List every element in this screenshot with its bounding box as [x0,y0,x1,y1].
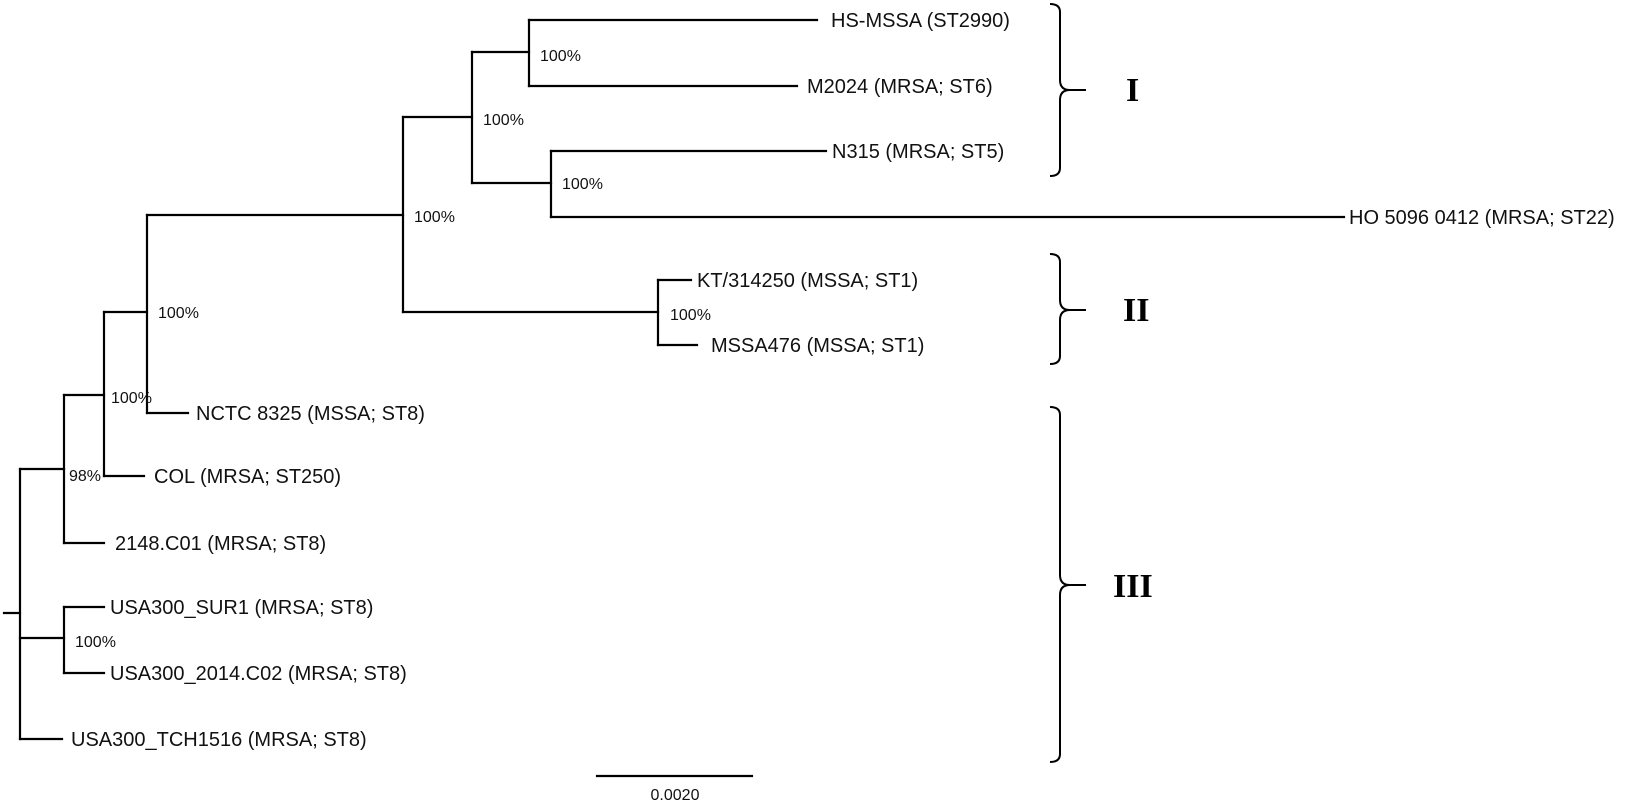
support-value-clade-II: 100% [670,307,711,324]
support-value-usa300-pair: 100% [75,634,116,651]
support-value-clade-I: 100% [483,112,524,129]
support-values: 100% 100% 100% 100% 100% 100% 100% 98% 1… [69,48,711,651]
clade-bracket-II [1049,253,1086,365]
support-value-nctc-node: 100% [158,305,199,322]
leaf-label-col: COL (MRSA; ST250) [154,466,341,488]
leaf-label-hs-mssa: HS-MSSA (ST2990) [831,10,1010,32]
support-value-hs-m2024: 100% [540,48,581,65]
leaf-label-ho5096: HO 5096 0412 (MRSA; ST22) [1349,207,1615,229]
support-value-98-node: 98% [69,468,101,485]
clade-bracket-III [1049,406,1086,763]
leaf-label-usa300-tch: USA300_TCH1516 (MRSA; ST8) [71,729,367,751]
leaf-label-mssa476: MSSA476 (MSSA; ST1) [711,335,924,357]
clade-brackets [1049,3,1086,763]
support-value-clades-I-II: 100% [414,209,455,226]
leaf-label-m2024: M2024 (MRSA; ST6) [807,76,993,98]
leaf-label-n315: N315 (MRSA; ST5) [832,141,1004,163]
leaf-label-kt314250: KT/314250 (MSSA; ST1) [697,270,918,292]
leaf-label-nctc8325: NCTC 8325 (MSSA; ST8) [196,403,425,425]
clade-bracket-I [1049,3,1086,177]
leaf-labels: HS-MSSA (ST2990) M2024 (MRSA; ST6) N315 … [71,10,1615,751]
clade-labels: I II III [1113,72,1153,605]
leaf-label-2148: 2148.C01 (MRSA; ST8) [115,533,326,555]
scale-bar-label: 0.0020 [651,787,700,804]
support-value-col-node: 100% [111,390,152,407]
leaf-label-usa300-sur1: USA300_SUR1 (MRSA; ST8) [110,597,373,619]
support-value-n315-ho: 100% [562,176,603,193]
clade-label-III: III [1113,568,1153,605]
clade-label-I: I [1126,72,1139,109]
scale-bar: 0.0020 [595,774,754,804]
leaf-label-usa300-2014: USA300_2014.C02 (MRSA; ST8) [110,663,407,685]
tree-branches [2,18,1346,741]
clade-label-II: II [1123,292,1149,329]
